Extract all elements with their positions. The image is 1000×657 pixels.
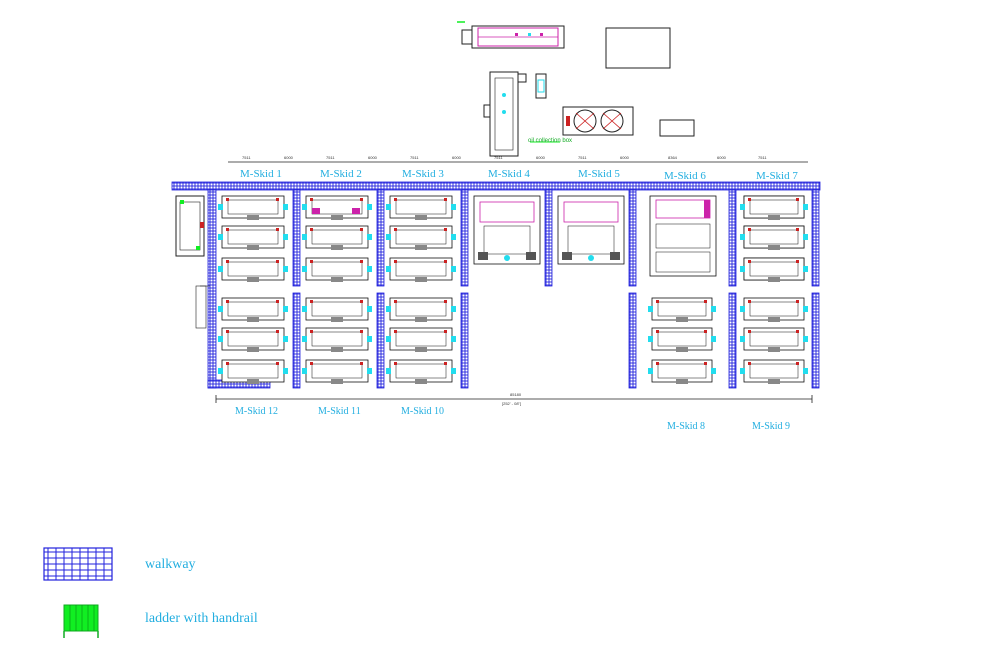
- pump-0-4: [221, 327, 285, 351]
- walkway-legend-swatch: [43, 547, 113, 581]
- skid-label-11: M-Skid 11: [318, 406, 361, 417]
- top-right-box: [605, 27, 671, 69]
- pump-0-1: [221, 225, 285, 249]
- top-dimension-1: 7511: [242, 155, 251, 160]
- top-dimension-13: 7511: [758, 155, 767, 160]
- skid-label-12: M-Skid 12: [235, 406, 279, 417]
- pump-0-2: [221, 257, 285, 281]
- pump-skid7-2: [743, 257, 805, 281]
- pump-r0-4: [651, 327, 713, 351]
- skid-modules: [218, 195, 808, 384]
- walkway-legend-label: walkway: [145, 557, 196, 572]
- pump-r1-5: [743, 359, 805, 383]
- top-dimension-6: 6000: [452, 155, 461, 160]
- left-walkway: [207, 189, 217, 389]
- skid-label-4: M-Skid 4: [488, 168, 530, 180]
- skid-label-9: M-Skid 9: [752, 421, 791, 432]
- top-dimension-8: 6000: [536, 155, 545, 160]
- pump-r1-3: [743, 297, 805, 321]
- top-dimension-4: 6000: [368, 155, 377, 160]
- ladder-legend-label: ladder with handrail: [145, 611, 258, 626]
- pump-skid7-1: [743, 225, 805, 249]
- pump-0-3: [221, 297, 285, 321]
- left-bracket: [195, 285, 207, 329]
- pump-1-3: [305, 297, 369, 321]
- pump-0-0: [221, 195, 285, 219]
- top-dimension-3: 7511: [326, 155, 335, 160]
- overall-dimension-sub: [252' - 08"]: [502, 401, 522, 406]
- top-dimension-10: 6000: [620, 155, 629, 160]
- top-dimension-12: 6000: [717, 155, 726, 160]
- skid-label-2: M-Skid 2: [320, 168, 362, 180]
- walkway-columns-bottom: [292, 292, 820, 389]
- ladder-legend-swatch: [63, 604, 99, 638]
- pump-2-1: [389, 225, 453, 249]
- top-dimension-7: 7511: [494, 155, 503, 160]
- walkway-columns-top: [292, 189, 820, 287]
- pump-1-4: [305, 327, 369, 351]
- top-dimension-11: 8364: [668, 155, 677, 160]
- pump-r0-3: [651, 297, 713, 321]
- pump-2-2: [389, 257, 453, 281]
- pump-1-1: [305, 225, 369, 249]
- skid-label-7: M-Skid 7: [756, 170, 798, 182]
- overall-dimension: 85180: [510, 392, 522, 397]
- pump-r1-4: [743, 327, 805, 351]
- pump-0-5: [221, 359, 285, 383]
- cooler-fans-unit: [562, 106, 634, 136]
- pump-2-3: [389, 297, 453, 321]
- top-walkway: [171, 181, 821, 191]
- skid-label-8: M-Skid 8: [667, 421, 706, 432]
- pump-r0-5: [651, 359, 713, 383]
- top-dimension-9: 7511: [578, 155, 587, 160]
- top-dimension-5: 7511: [410, 155, 419, 160]
- pump-1-0: [305, 195, 369, 219]
- pump-2-4: [389, 327, 453, 351]
- small-right-box: [659, 119, 695, 137]
- skid-label-3: M-Skid 3: [402, 168, 444, 180]
- left-side-unit: [175, 195, 205, 257]
- skid-label-6: M-Skid 6: [664, 170, 706, 182]
- pump-2-0: [389, 195, 453, 219]
- pump-1-5: [305, 359, 369, 383]
- pump-2-5: [389, 359, 453, 383]
- pump-1-2: [305, 257, 369, 281]
- central-building: [483, 71, 547, 157]
- top-dimension-2: 6000: [284, 155, 293, 160]
- top-tank: [457, 21, 565, 49]
- skid-label-1: M-Skid 1: [240, 168, 282, 180]
- skid-label-5: M-Skid 5: [578, 168, 620, 180]
- skid-label-10: M-Skid 10: [401, 406, 445, 417]
- pump-skid7-0: [743, 195, 805, 219]
- collection-box-label: oil collection box: [528, 138, 573, 144]
